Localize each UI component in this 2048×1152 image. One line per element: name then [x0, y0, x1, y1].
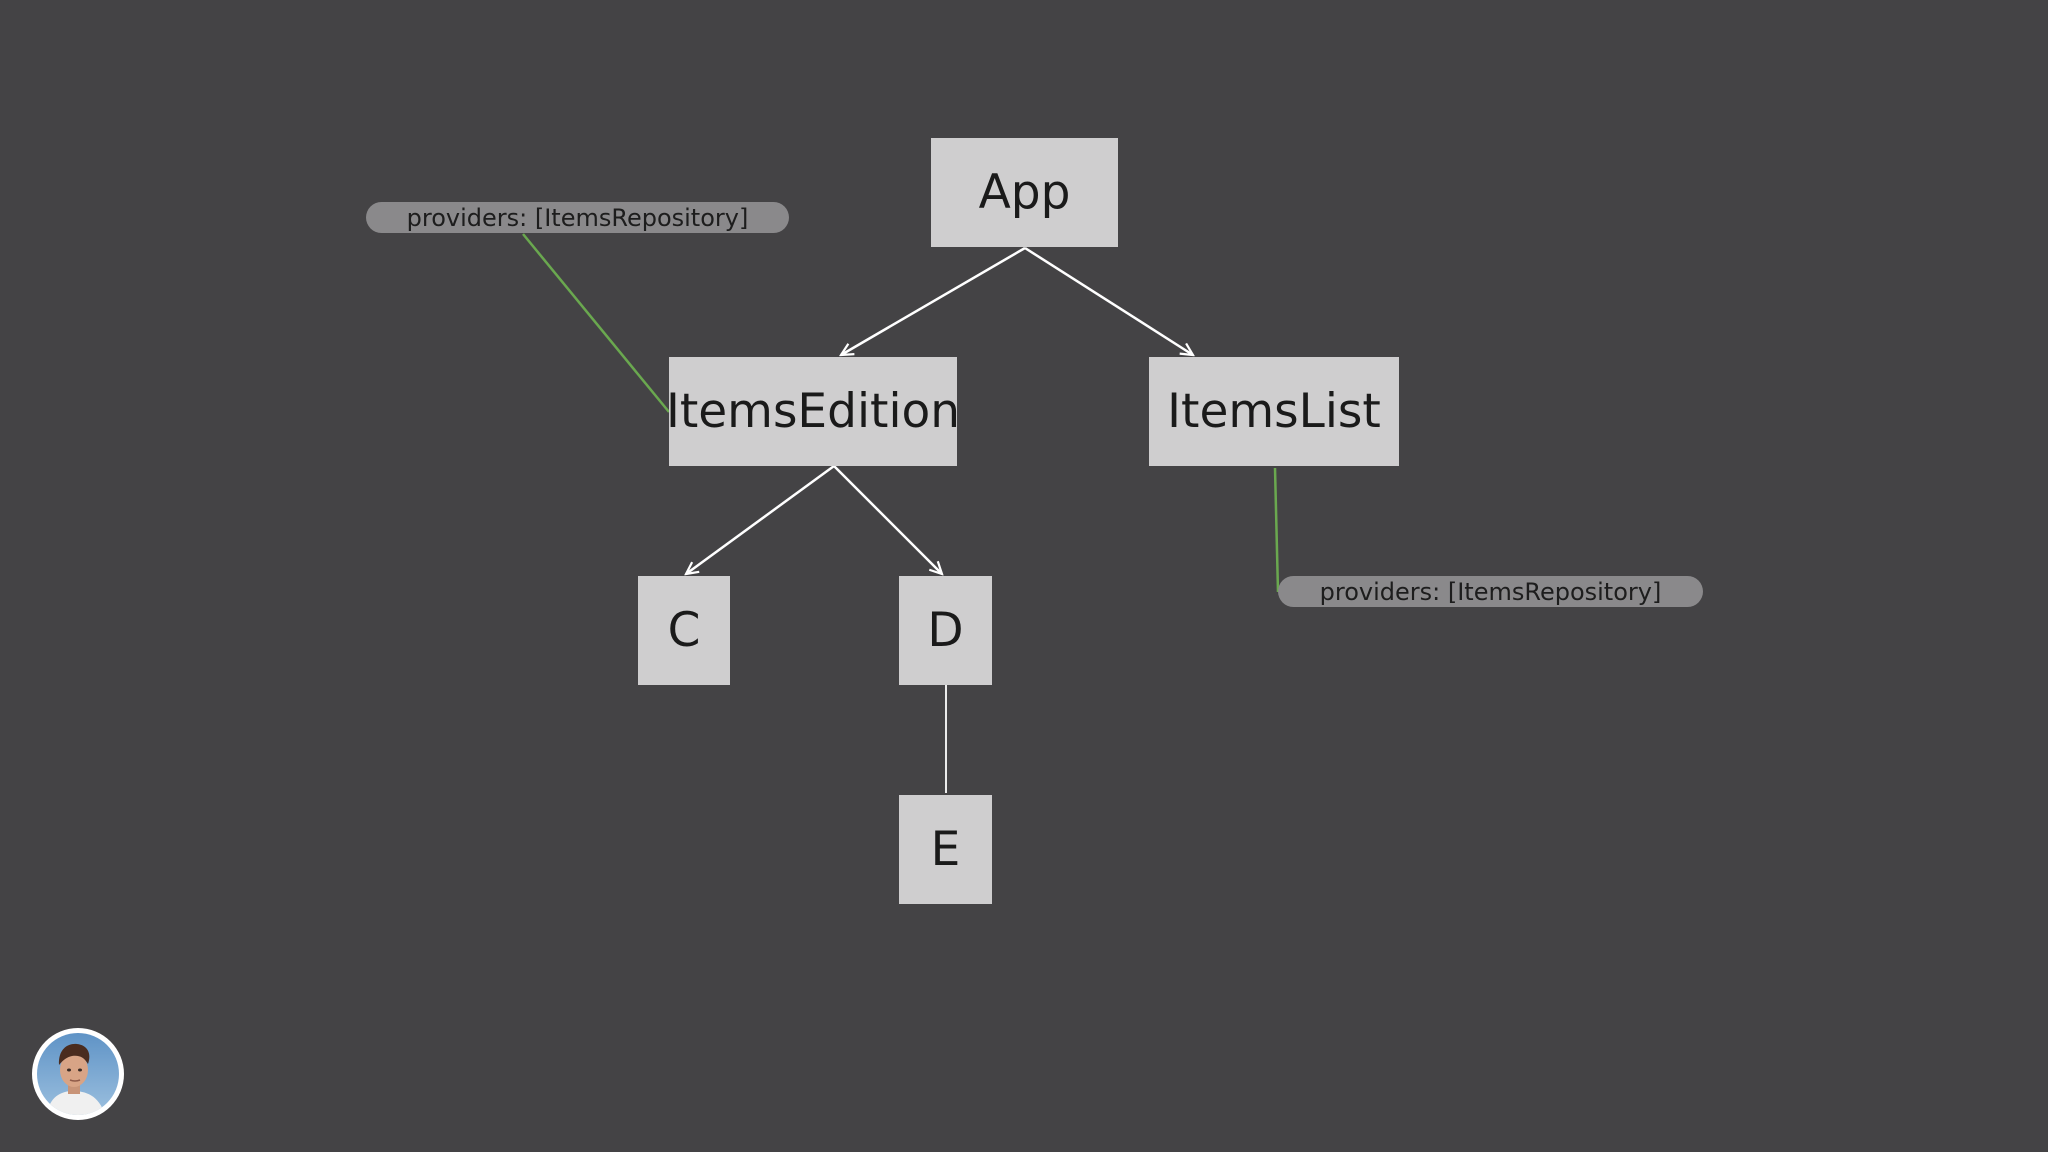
node-label: C: [667, 603, 701, 658]
node-label: ItemsEdition: [665, 384, 961, 439]
providers-badge-label: providers: [ItemsRepository]: [1319, 577, 1662, 606]
node-d: D: [899, 576, 992, 685]
node-items-list: ItemsList: [1149, 357, 1399, 466]
edge-app-items-list: [1024, 246, 1193, 355]
node-label: App: [978, 165, 1071, 220]
providers-badge-items-list: providers: [ItemsRepository]: [1278, 576, 1703, 607]
providers-badge-label: providers: [ItemsRepository]: [406, 203, 749, 232]
node-app: App: [931, 138, 1118, 247]
node-e: E: [899, 795, 992, 904]
edge-items-edition-d: [833, 465, 942, 574]
providers-badge-items-edition: providers: [ItemsRepository]: [366, 202, 789, 233]
node-items-edition: ItemsEdition: [665, 357, 961, 466]
node-label: ItemsList: [1167, 384, 1381, 439]
edge-app-items-edition: [841, 246, 1026, 355]
presenter-avatar: [32, 1028, 124, 1120]
edge-items-edition-c: [686, 464, 835, 574]
annotation-link-items-edition: [522, 233, 670, 413]
presenter-avatar-icon: [37, 1033, 119, 1115]
annotation-link-items-list: [1273, 467, 1280, 593]
node-c: C: [638, 576, 730, 685]
node-label: D: [927, 603, 964, 658]
node-label: E: [930, 822, 961, 877]
